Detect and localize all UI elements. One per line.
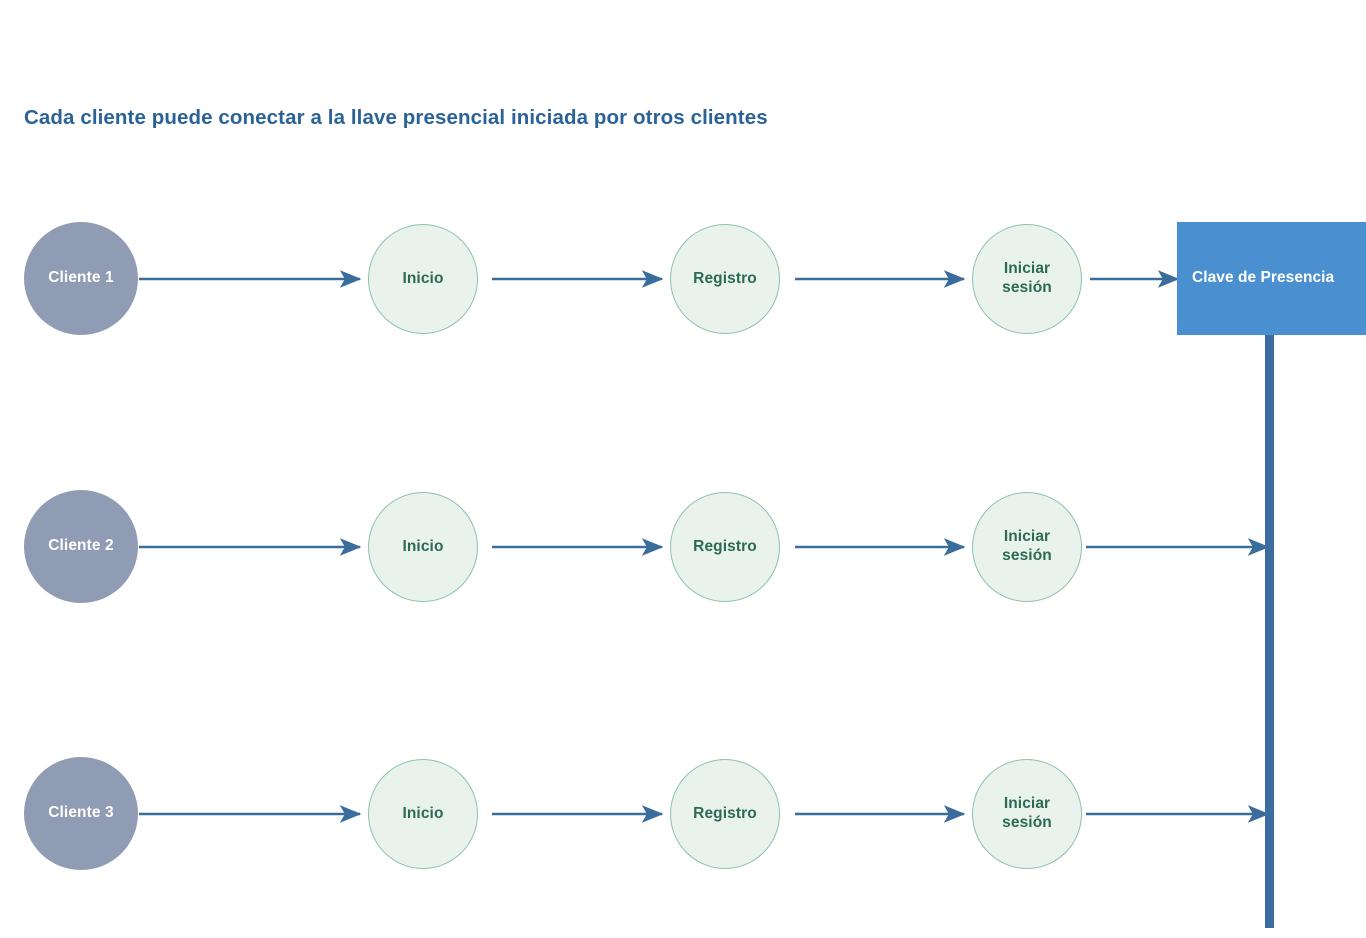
node-label: Cliente 1 bbox=[48, 269, 114, 287]
page-title: Cada cliente puede conectar a la llave p… bbox=[24, 106, 768, 129]
node-label: Iniciar sesión bbox=[1002, 528, 1052, 566]
node-label: Inicio bbox=[402, 804, 444, 822]
node-label: Inicio bbox=[402, 269, 444, 287]
node-label: Cliente 2 bbox=[48, 537, 114, 555]
presence-key-lifeline bbox=[1265, 334, 1274, 928]
node-lane3-inicio[interactable]: Inicio bbox=[368, 759, 478, 869]
node-label: Iniciar sesión bbox=[1002, 260, 1052, 298]
node-label: Registro bbox=[693, 537, 757, 555]
node-cliente-2[interactable]: Cliente 2 bbox=[24, 490, 138, 603]
node-lane1-registro[interactable]: Registro bbox=[670, 224, 780, 334]
node-lane2-iniciar-sesion[interactable]: Iniciar sesión bbox=[972, 492, 1082, 602]
node-label: Registro bbox=[693, 804, 757, 822]
node-label: Registro bbox=[693, 269, 757, 287]
node-label-line-2: sesión bbox=[1002, 547, 1052, 564]
node-lane1-inicio[interactable]: Inicio bbox=[368, 224, 478, 334]
node-lane2-registro[interactable]: Registro bbox=[670, 492, 780, 602]
node-clave-de-presencia[interactable]: Clave de Presencia bbox=[1177, 222, 1366, 335]
node-lane3-iniciar-sesion[interactable]: Iniciar sesión bbox=[972, 759, 1082, 869]
node-label-line-2: sesión bbox=[1002, 279, 1052, 296]
node-label-line-1: Iniciar bbox=[1003, 528, 1051, 546]
node-label-line-1: Iniciar bbox=[1003, 795, 1051, 813]
node-lane1-iniciar-sesion[interactable]: Iniciar sesión bbox=[972, 224, 1082, 334]
node-label: Clave de Presencia bbox=[1192, 269, 1335, 287]
node-cliente-1[interactable]: Cliente 1 bbox=[24, 222, 138, 335]
node-lane3-registro[interactable]: Registro bbox=[670, 759, 780, 869]
node-label: Inicio bbox=[402, 537, 444, 555]
node-label: Iniciar sesión bbox=[1002, 795, 1052, 833]
node-cliente-3[interactable]: Cliente 3 bbox=[24, 757, 138, 870]
node-label: Cliente 3 bbox=[48, 804, 114, 822]
node-label-line-2: sesión bbox=[1002, 814, 1052, 831]
node-label-line-1: Iniciar bbox=[1003, 260, 1051, 278]
node-lane2-inicio[interactable]: Inicio bbox=[368, 492, 478, 602]
